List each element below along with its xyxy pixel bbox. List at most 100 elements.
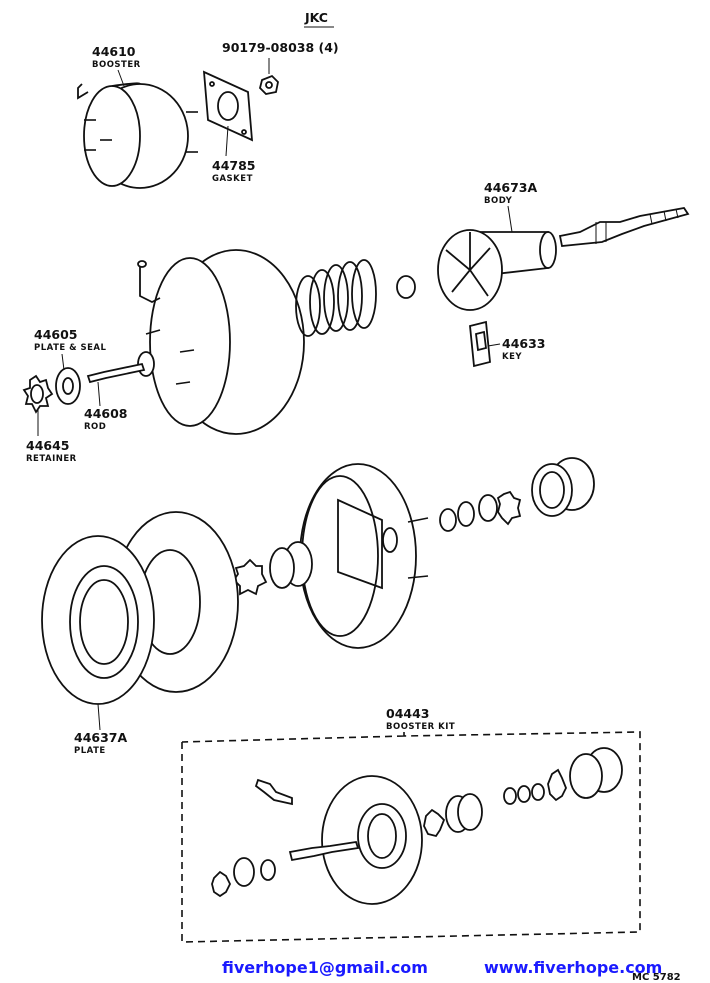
piston-rod-body	[558, 207, 690, 247]
rear-shell-plate	[337, 498, 383, 590]
model-code-text: JKC	[304, 10, 328, 25]
seal-ring-1	[439, 508, 457, 532]
key-number: 44633	[502, 336, 546, 351]
large-vacuum-pipe	[139, 266, 161, 304]
large-stud-2	[179, 349, 195, 353]
booster-name: BOOSTER	[92, 60, 141, 70]
rear-shell-stud-1	[407, 517, 429, 523]
rod-part	[86, 362, 146, 384]
seal-ring-3	[478, 494, 498, 522]
gasket-bolt-hole-2	[241, 129, 247, 135]
plate-seal-outer	[55, 367, 81, 405]
nut-number: 90179-08038 (4)	[222, 40, 339, 55]
kit-retainer-2	[423, 808, 446, 838]
rod-shaft	[86, 362, 146, 384]
gasket-hole	[217, 91, 239, 121]
piston-rod-part	[558, 207, 690, 247]
plate-front-inner	[79, 579, 129, 665]
model-code-label: JKC	[304, 10, 334, 28]
piston-rod-thread-2	[663, 210, 667, 222]
plate-seal-leader	[61, 353, 65, 371]
plate-seal-part	[55, 367, 81, 405]
booster-shell-front	[83, 85, 141, 187]
kit-small-ring	[260, 859, 276, 881]
front-seal-inner	[269, 547, 295, 589]
nut-part	[259, 58, 279, 95]
retainer-part	[22, 374, 54, 414]
retainer-name: RETAINER	[26, 454, 77, 464]
body-leader	[507, 205, 513, 233]
kit-boot-front	[569, 753, 603, 799]
spring-coil-4	[337, 261, 363, 331]
key-part	[469, 320, 491, 368]
return-spring	[295, 259, 377, 337]
spring-coil-2	[309, 269, 335, 335]
plate-seal-inner	[62, 377, 74, 395]
rod-name: ROD	[84, 422, 106, 432]
kit-diaphragm-inner	[357, 803, 407, 869]
kit-contents	[211, 747, 623, 905]
rear-shell-stud-2	[407, 575, 429, 579]
body-tube-end	[539, 231, 557, 269]
boot-lower	[531, 457, 595, 517]
key-slot	[475, 330, 487, 352]
seal-ring-retainer	[496, 490, 522, 526]
gasket-number: 44785	[212, 158, 256, 173]
kit-seal	[233, 857, 255, 887]
plate-name: PLATE	[74, 746, 106, 756]
retainer-hole	[30, 384, 44, 404]
gasket-name: GASKET	[212, 174, 253, 184]
piston-rod-thread-3	[675, 208, 679, 219]
booster-leader	[117, 69, 125, 87]
kit-washer-2	[517, 785, 531, 803]
booster-shell-edge	[111, 82, 141, 87]
plate-part	[41, 511, 239, 705]
corner-code: MC 5782	[632, 972, 681, 983]
rod-number: 44608	[84, 406, 128, 421]
kit-diaphragm-hole	[367, 813, 397, 859]
nut-hex	[259, 74, 279, 95]
footer-email: fiverhope1@gmail.com	[222, 958, 428, 977]
nut-hole	[265, 81, 273, 89]
rear-shell-boss	[382, 527, 398, 553]
piston-rod-thread-1	[649, 213, 653, 225]
body-part	[437, 229, 557, 311]
large-shell-front	[149, 257, 231, 427]
large-stud-1	[145, 329, 161, 335]
retainer-number: 44645	[26, 438, 70, 453]
gasket-bolt-hole-1	[209, 81, 215, 87]
boot-front	[531, 463, 573, 517]
large-stud-3	[175, 381, 191, 385]
gasket-part	[202, 70, 254, 142]
key-name: KEY	[502, 352, 522, 362]
key-plate	[469, 320, 491, 368]
spring-coil-3	[323, 264, 349, 332]
boot-opening	[539, 471, 565, 509]
booster-vacuum-pipe	[77, 83, 89, 100]
booster-kit-boundary	[181, 731, 641, 943]
rod-leader	[97, 381, 101, 407]
front-seal-retainer	[232, 558, 268, 596]
booster-number: 44610	[92, 44, 136, 59]
key-leader	[487, 343, 501, 347]
plate-seal-name: PLATE & SEAL	[34, 343, 107, 353]
kit-washer-3	[531, 783, 545, 801]
seal-rings-lower	[439, 490, 522, 532]
plate-seal-number: 44605	[34, 327, 78, 342]
rear-shell-part	[299, 463, 429, 649]
booster-kit-name: BOOSTER KIT	[386, 722, 455, 732]
large-vacuum-pipe-end	[137, 260, 147, 268]
body-ribs	[445, 232, 491, 297]
plate-leader	[97, 703, 101, 731]
booster-assembly-small	[77, 82, 198, 189]
kit-washer-1	[503, 787, 517, 805]
booster-assembly-large	[137, 249, 305, 435]
front-seal-lower	[232, 541, 313, 596]
spring-coil-1	[295, 275, 321, 337]
seal-ring-2	[457, 501, 475, 527]
body-number: 44673A	[484, 180, 537, 195]
kit-seal-ring-2	[457, 793, 483, 831]
spring-coil-5	[351, 259, 377, 329]
gasket-outline	[202, 70, 254, 142]
